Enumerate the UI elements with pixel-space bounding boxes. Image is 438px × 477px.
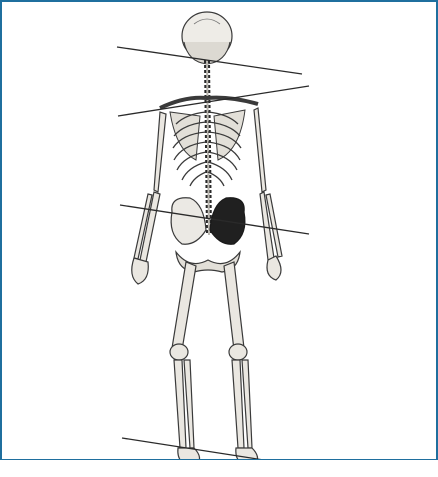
legs [170, 262, 258, 466]
frame-bottom-edge [0, 459, 438, 477]
spine [207, 60, 209, 235]
skull [182, 12, 232, 64]
reference-line-shoulders [118, 86, 309, 116]
